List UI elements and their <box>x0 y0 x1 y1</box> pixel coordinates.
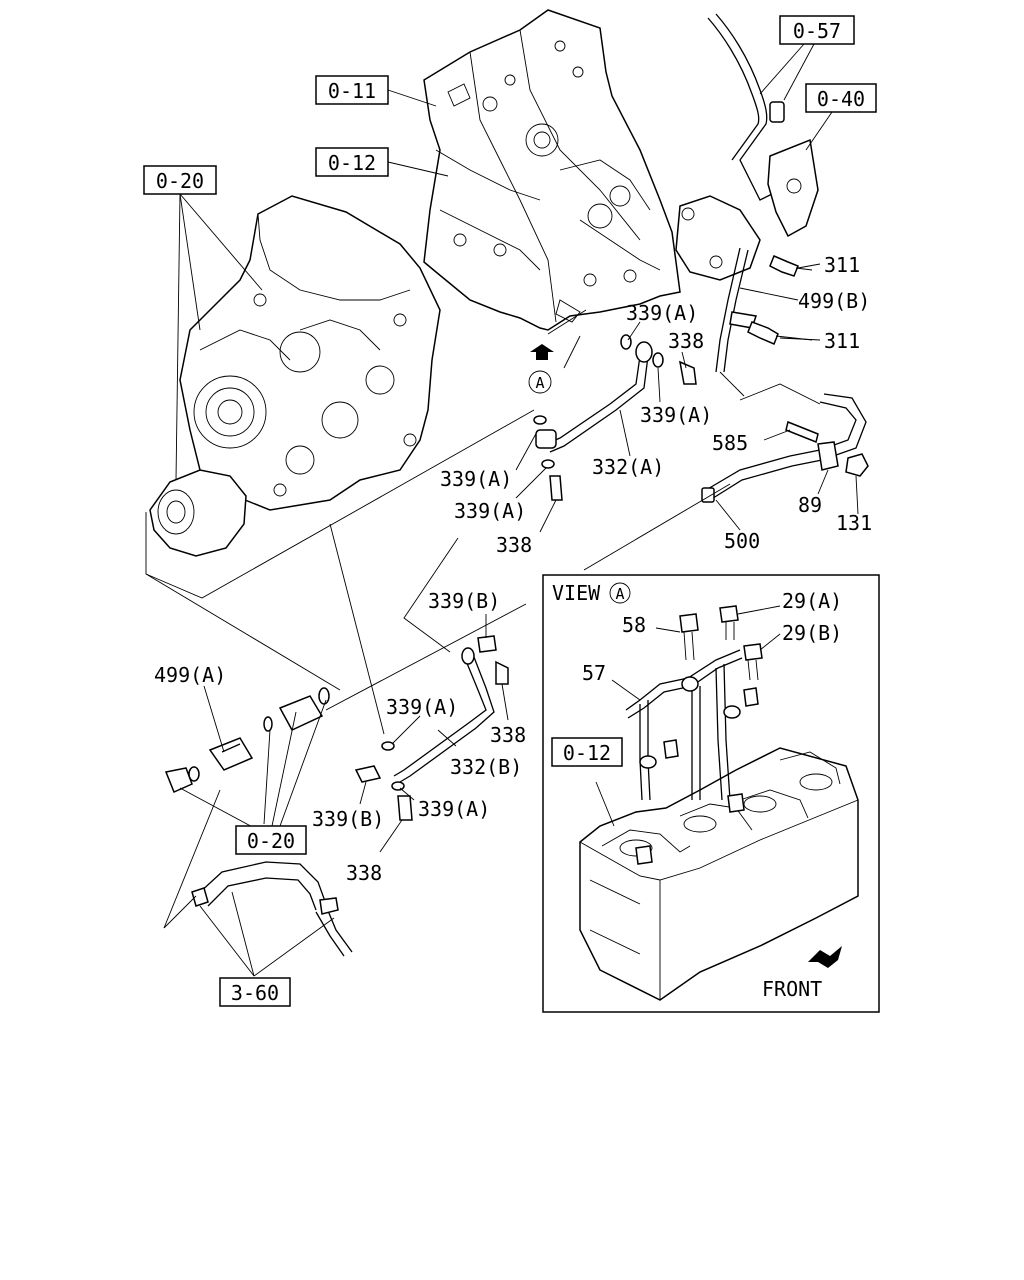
oil-jet-pipes-57 <box>625 649 759 865</box>
view-a-marker-letter: A <box>535 374 544 392</box>
ref-label-0-12-top: 0-12 <box>328 151 376 175</box>
callout-499a: 499(A) <box>154 663 226 687</box>
ref-label-0-12-view: 0-12 <box>563 741 611 765</box>
ref-box-0-11 <box>315 75 389 105</box>
callout-338-left: 338 <box>496 533 532 557</box>
callout-29a: 29(A) <box>782 589 842 613</box>
front-label: FRONT <box>762 977 822 1001</box>
callout-499b: 499(B) <box>798 289 870 313</box>
hose-3-60 <box>191 861 353 957</box>
bolt-311-lower <box>747 321 813 345</box>
callout-332a: 332(A) <box>592 455 664 479</box>
oil-pipe-332a <box>533 334 697 501</box>
ref-label-0-11: 0-11 <box>328 79 376 103</box>
callout-311-upper: 311 <box>824 253 860 277</box>
callout-338-mid: 338 <box>490 723 526 747</box>
bolt-29b <box>743 643 763 681</box>
reference-boxes <box>143 15 877 1007</box>
callout-339a-mid: 339(A) <box>386 695 458 719</box>
bolt-29a <box>719 605 739 640</box>
callout-131: 131 <box>836 511 872 535</box>
ref-label-3-60: 3-60 <box>231 981 279 1005</box>
ref-box-0-40 <box>805 83 877 113</box>
nut-131 <box>845 453 869 477</box>
view-a-title-circle <box>609 582 631 604</box>
callout-338-bottom: 338 <box>346 861 382 885</box>
ref-label-0-40: 0-40 <box>817 87 865 111</box>
leader-lines <box>145 43 859 977</box>
ref-label-0-57: 0-57 <box>793 19 841 43</box>
cylinder-block-lower-view <box>579 747 859 1001</box>
stud-585 <box>785 420 819 444</box>
callout-57: 57 <box>582 661 606 685</box>
front-cover-assembly <box>149 195 441 557</box>
callout-338-upper: 338 <box>668 329 704 353</box>
oil-pressure-switch-assembly <box>164 687 330 794</box>
ref-label-0-20-bottom: 0-20 <box>247 829 295 853</box>
view-a-title-letter: A <box>615 585 624 603</box>
callout-585: 585 <box>712 431 748 455</box>
bolt-311-upper <box>769 255 813 277</box>
callout-339b-lower: 339(B) <box>312 807 384 831</box>
callout-29b: 29(B) <box>782 621 842 645</box>
callout-311-lower: 311 <box>824 329 860 353</box>
ref-box-0-57 <box>779 15 855 45</box>
callout-339a-lower: 339(A) <box>454 499 526 523</box>
callout-89: 89 <box>798 493 822 517</box>
callout-339a-left: 339(A) <box>440 467 512 491</box>
front-arrow-icon <box>808 946 842 968</box>
view-a-inset <box>542 574 880 1013</box>
view-a-marker <box>528 344 554 394</box>
oil-pipe-332b <box>354 635 509 821</box>
callout-339a-right: 339(A) <box>640 403 712 427</box>
callout-58: 58 <box>622 613 646 637</box>
bolt-58 <box>679 613 699 661</box>
view-a-title: VIEW <box>552 581 601 605</box>
view-direction-arrow-icon <box>530 344 554 360</box>
engine-block <box>423 9 681 331</box>
callout-339a-bottom: 339(A) <box>418 797 490 821</box>
ref-box-0-12-view <box>551 737 623 767</box>
ref-box-3-60 <box>219 977 291 1007</box>
clamp-89 <box>817 441 839 471</box>
dipstick-guide-tube <box>675 13 819 373</box>
callout-339b-upper: 339(B) <box>428 589 500 613</box>
callout-339a-upper: 339(A) <box>626 301 698 325</box>
ref-box-0-12-top <box>315 147 389 177</box>
ref-box-0-20-top <box>143 165 217 195</box>
ref-box-0-20-bottom <box>235 825 307 855</box>
callout-500: 500 <box>724 529 760 553</box>
callout-332b: 332(B) <box>450 755 522 779</box>
ref-label-0-20-top: 0-20 <box>156 169 204 193</box>
